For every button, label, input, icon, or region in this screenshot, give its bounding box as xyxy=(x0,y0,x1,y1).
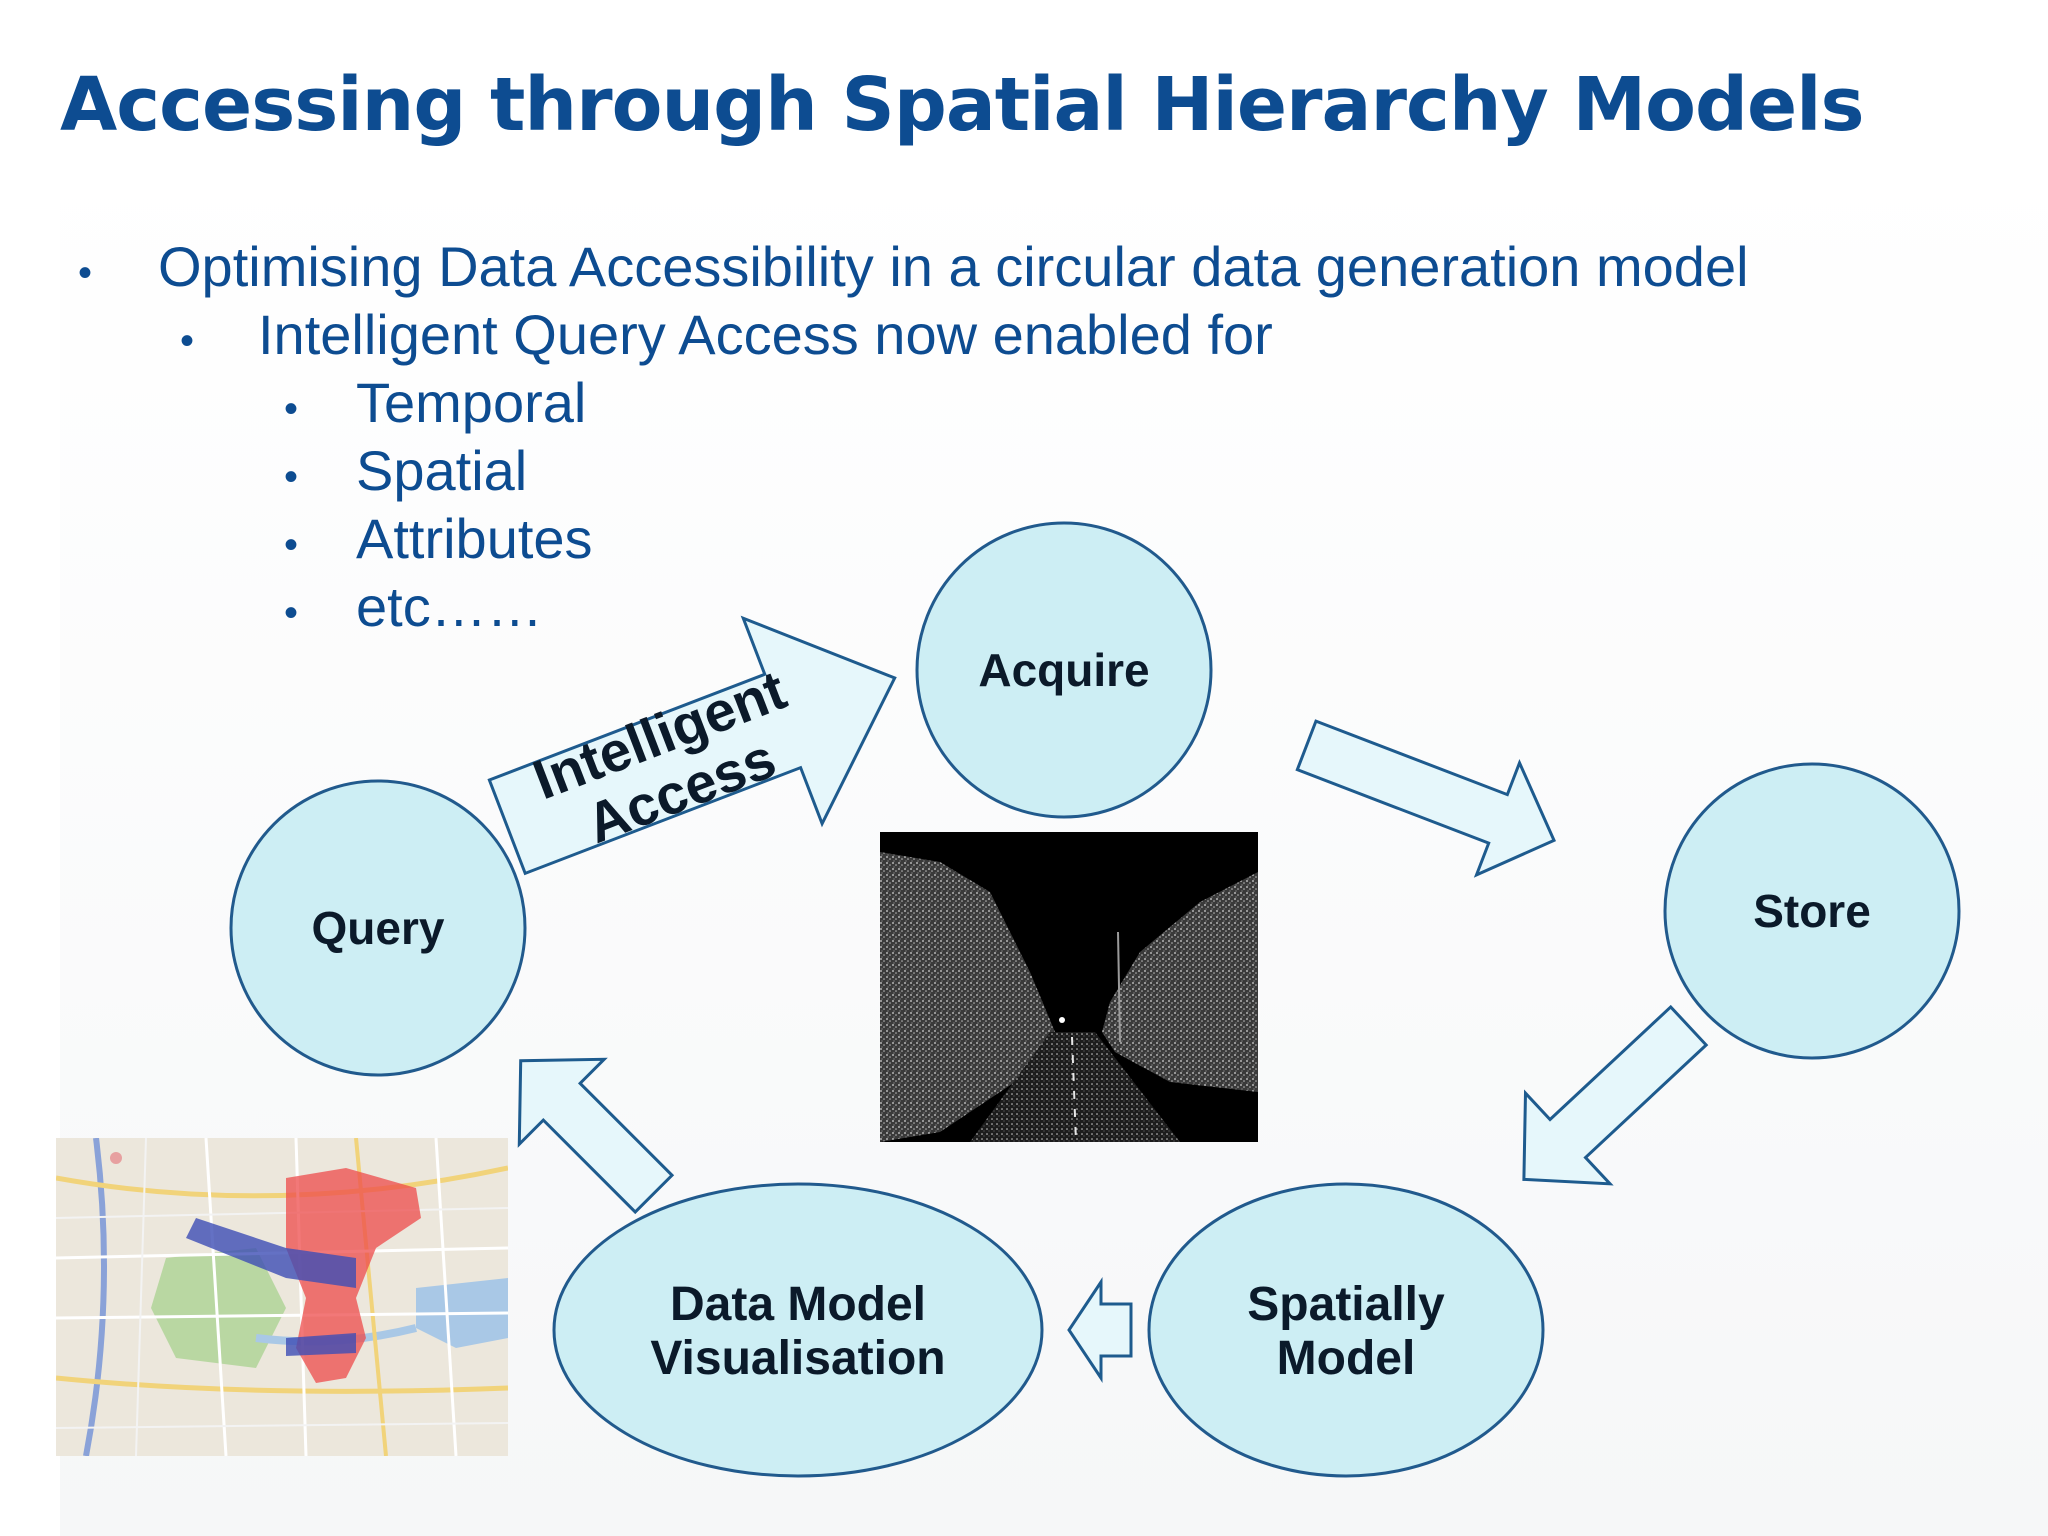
bullet-level3-text: Attributes xyxy=(356,507,593,570)
road-pointcloud-image xyxy=(880,832,1258,1142)
node-query-label: Query xyxy=(312,902,445,954)
bullet-level3-item: • Spatial xyxy=(284,438,527,503)
bullet-level1: • Optimising Data Accessibility in a cir… xyxy=(78,234,1749,299)
node-visualisation-line1: Data Model xyxy=(670,1278,926,1331)
arrow-store-to-model xyxy=(1522,1004,1709,1186)
bullet-level3-item: • Temporal xyxy=(284,370,586,435)
bullet-level3-text: Temporal xyxy=(356,371,587,434)
arrow-acquire-to-store xyxy=(1295,719,1557,878)
bullet-level2: • Intelligent Query Access now enabled f… xyxy=(180,302,1273,367)
arrow-visualisation-to-query xyxy=(517,1057,675,1215)
bullet-marker: • xyxy=(284,387,299,431)
node-spatially-model-line1: Spatially xyxy=(1247,1278,1445,1331)
bullet-marker: • xyxy=(284,523,299,567)
bullet-marker: • xyxy=(180,319,195,363)
node-acquire: Acquire xyxy=(915,521,1213,819)
node-store: Store xyxy=(1663,762,1961,1060)
bullet-level3-text: Spatial xyxy=(356,439,528,502)
bullet-marker: • xyxy=(78,251,93,295)
city-map-image xyxy=(56,1138,508,1456)
bullet-level3-item: • Attributes xyxy=(284,506,593,571)
node-visualisation-line2: Visualisation xyxy=(650,1332,945,1385)
bullet-level1-text: Optimising Data Accessibility in a circu… xyxy=(158,235,1749,298)
bullet-marker: • xyxy=(284,455,299,499)
intelligent-access-arrow: Intelligent Access xyxy=(487,615,897,876)
node-spatially-model-line2: Model xyxy=(1277,1332,1416,1385)
node-store-label: Store xyxy=(1753,885,1871,937)
bullet-level2-text: Intelligent Query Access now enabled for xyxy=(258,303,1273,366)
node-spatially-model: Spatially Model xyxy=(1147,1182,1545,1478)
bullet-level3-text: etc…… xyxy=(356,575,543,638)
arrow-model-to-visualisation xyxy=(1067,1277,1133,1383)
node-data-model-visualisation: Data Model Visualisation xyxy=(552,1182,1044,1478)
slide-title: Accessing through Spatial Hierarchy Mode… xyxy=(60,62,1865,148)
node-acquire-label: Acquire xyxy=(978,644,1149,696)
bullet-level3-item: • etc…… xyxy=(284,574,543,639)
bullet-marker: • xyxy=(284,591,299,635)
node-query: Query xyxy=(229,779,527,1077)
